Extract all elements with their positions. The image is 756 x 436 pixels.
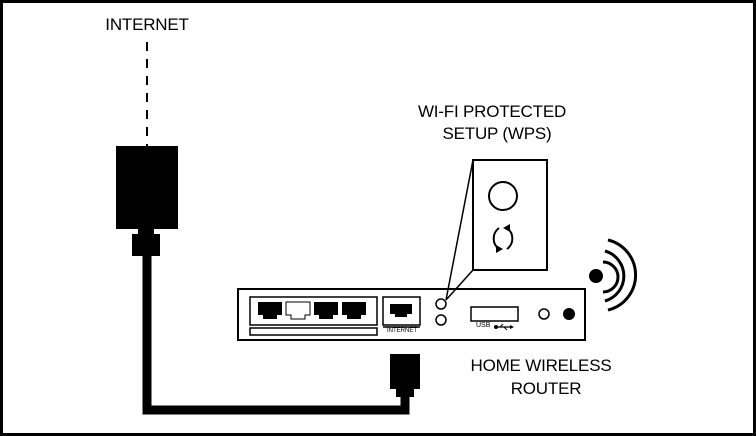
reset-button [538, 308, 550, 320]
lan-port-4 [342, 302, 366, 319]
router-label-line1: HOME WIRELESS [470, 356, 612, 375]
usb-port [470, 306, 519, 322]
usb-symbol-icon [494, 323, 514, 331]
upper-cable-plug [132, 228, 160, 256]
wps-callout-box [472, 159, 548, 271]
callout-line-lower [445, 269, 474, 301]
wifi-signal-icon [589, 238, 638, 312]
wps-button-small [435, 314, 447, 326]
wps-icon [488, 181, 518, 253]
lan-ports [258, 301, 366, 320]
lan-port-2 [285, 301, 311, 320]
wps-led-top [435, 298, 447, 310]
modem-box [116, 146, 178, 229]
lan-port-3 [314, 302, 338, 319]
lower-cable-plug [389, 350, 421, 397]
wps-label-line1: WI-FI PROTECTED [417, 102, 567, 121]
wps-label-line2: SETUP (WPS) [442, 124, 552, 143]
lan-port-1 [258, 302, 282, 319]
ethernet-port-icon [390, 304, 412, 317]
usb-port-label: USB [476, 322, 491, 329]
internet-port [382, 296, 421, 328]
power-jack [563, 308, 575, 320]
callout-line-upper [445, 159, 474, 301]
ethernet-cable [142, 256, 410, 415]
internet-port-label: INTERNET [387, 328, 417, 334]
router-label-line2: ROUTER [510, 379, 582, 398]
internet-source-label: INTERNET [105, 15, 189, 34]
